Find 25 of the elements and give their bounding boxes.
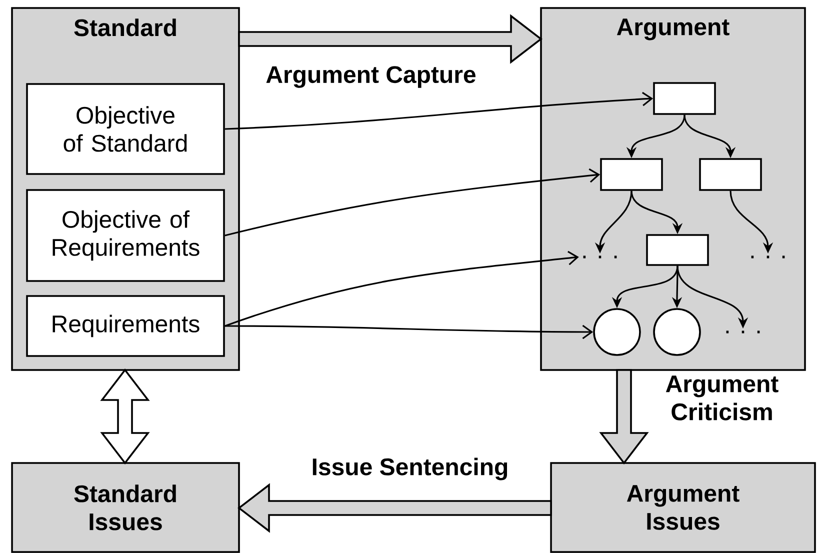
- edge-label: Argument Capture: [264, 65, 478, 89]
- edge-label: Issue Sentencing: [310, 456, 510, 482]
- ellipsis: . . .: [583, 256, 617, 258]
- empty-box: [600, 158, 663, 191]
- text-box: Requirements: [26, 295, 225, 357]
- empty-box: [653, 82, 716, 115]
- edge-label: Argument Criticism: [651, 374, 793, 422]
- issue-box: Argument Issues: [550, 462, 816, 553]
- empty-box: [646, 234, 709, 266]
- circle: [593, 308, 641, 356]
- text-box: Objective of Standard: [26, 83, 225, 175]
- arrow: [224, 168, 600, 236]
- arrow: [224, 92, 654, 130]
- ellipsis: . . .: [751, 256, 785, 258]
- issue-box: Standard Issues: [11, 462, 240, 553]
- block-arrow: [238, 14, 542, 64]
- block-arrow: [238, 483, 552, 533]
- block-arrow: [100, 368, 150, 464]
- empty-box: [699, 158, 762, 191]
- circle: [653, 308, 701, 356]
- text-box: Objective of Requirements: [26, 189, 225, 282]
- block-arrow: [599, 369, 649, 464]
- ellipsis: . . .: [726, 330, 760, 334]
- arrow: [224, 324, 594, 340]
- arrow: [224, 250, 579, 327]
